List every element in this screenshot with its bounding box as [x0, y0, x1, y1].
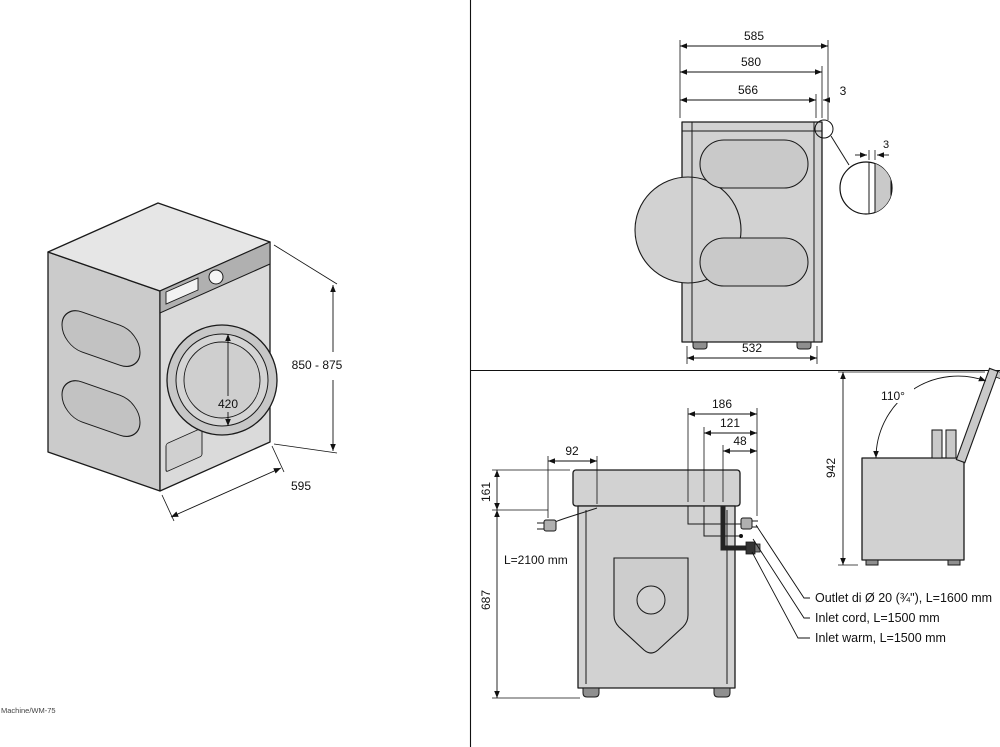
dim-vertical: 161 687: [479, 469, 580, 699]
dim-feet-depth: 532: [686, 341, 818, 364]
connections-to-floor-label: 687: [479, 590, 493, 610]
dim-depths: 585 580 566 3: [679, 29, 847, 120]
lid-open-view: 110° 942: [824, 367, 1000, 566]
callout-outlet: Outlet di Ø 20 (¾"), L=1600 mm: [815, 591, 992, 605]
height-label: 850 - 875: [292, 358, 343, 372]
rear-view: L=2100 mm Outlet di Ø 20 (¾"), L=1600 mm…: [479, 397, 992, 699]
side-emboss-upper: [699, 139, 809, 189]
rear-foot: [796, 341, 812, 350]
side-emboss-lower: [699, 237, 809, 287]
dim-drain-offset: 92: [547, 444, 598, 518]
feet-depth-label: 532: [742, 341, 762, 355]
warm-offset-label: 48: [733, 434, 747, 448]
hinge-arm-right: [945, 429, 957, 459]
drain-hose: [537, 507, 598, 532]
divider-lines: [469, 0, 1000, 747]
lid-view-foot-left: [865, 559, 879, 566]
dim-door-diameter: 420: [218, 334, 238, 426]
display-window: [165, 277, 199, 305]
drain-hose-length-label: L=2100 mm: [504, 553, 568, 567]
drain-offset-label: 92: [565, 444, 579, 458]
callout-leaders: Outlet di Ø 20 (¾"), L=1600 mm Inlet cor…: [751, 524, 992, 645]
lid-view-body: [861, 457, 965, 561]
connections: [687, 506, 761, 555]
rear-right-foot: [713, 687, 731, 698]
opening-angle-label: 110°: [881, 389, 905, 403]
pump-cap: [636, 585, 666, 615]
depth-total-label: 585: [744, 29, 764, 43]
rear-left-foot: [582, 687, 600, 698]
dim-width: 595: [161, 445, 311, 522]
outlet-offset-label: 186: [712, 397, 732, 411]
callout-inlet-warm: Inlet warm, L=1500 mm: [815, 631, 946, 645]
cord-offset-label: 121: [720, 416, 740, 430]
dim-open-height: 942: [824, 371, 985, 566]
gap-label: 3: [840, 84, 847, 98]
depth-no-door-label: 580: [741, 55, 761, 69]
dim-height: 850 - 875: [273, 244, 343, 454]
callout-inlet-cord: Inlet cord, L=1500 mm: [815, 611, 940, 625]
hinge-arm-left: [931, 429, 943, 459]
depth-body-label: 566: [738, 83, 758, 97]
machine-left-face: [47, 251, 161, 492]
side-view: 3 585 580 566 3 532: [634, 29, 893, 364]
isometric-view: 420 850 - 875 595: [47, 202, 343, 522]
footer-label: Machine/WM-75: [1, 706, 56, 715]
front-foot: [692, 341, 708, 350]
door: [166, 324, 278, 436]
width-label: 595: [291, 479, 311, 493]
top-to-connections-label: 161: [479, 482, 493, 502]
side-slot-upper: [61, 310, 141, 367]
detail-gap-label: 3: [883, 139, 889, 151]
dim-opening-angle: 110°: [872, 375, 987, 459]
open-lid: [955, 367, 1000, 464]
open-height-label: 942: [824, 458, 838, 478]
detail-callout: 3: [814, 119, 893, 215]
rear-top-cover: [572, 469, 741, 507]
dim-connection-offsets: 186 121 48: [687, 397, 758, 516]
door-diameter-label: 420: [218, 397, 238, 411]
side-slot-lower: [61, 380, 141, 437]
program-knob: [208, 269, 224, 285]
detergent-drawer: [165, 428, 203, 472]
lid-view-foot-right: [947, 559, 961, 566]
